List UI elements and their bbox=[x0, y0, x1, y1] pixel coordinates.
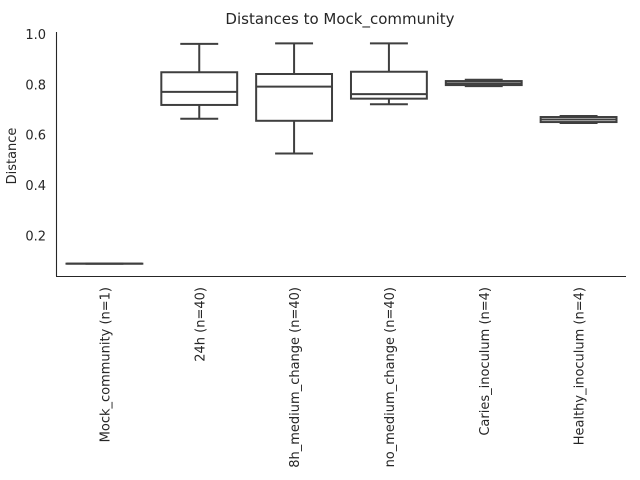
x-tick-label: Healthy_inoculum (n=4) bbox=[573, 287, 588, 445]
x-tick-label: no_medium_change (n=40) bbox=[383, 287, 398, 467]
box-4 bbox=[444, 78, 523, 88]
box-2 bbox=[255, 42, 334, 155]
box-5 bbox=[539, 115, 618, 125]
box-series bbox=[65, 42, 618, 265]
box-iqr bbox=[255, 73, 334, 122]
x-tick-label: Caries_inoculum (n=4) bbox=[478, 287, 493, 436]
box-3 bbox=[349, 42, 428, 106]
y-axis-ticks: 0.2 0.4 0.6 0.8 1.0 bbox=[25, 28, 46, 244]
y-tick-label: 0.4 bbox=[25, 179, 46, 194]
y-tick-label: 0.8 bbox=[25, 78, 46, 93]
x-tick-label: Mock_community (n=1) bbox=[98, 287, 113, 442]
x-tick-label: 8h_medium_change (n=40) bbox=[288, 287, 303, 468]
x-axis-ticks: Mock_community (n=1) 24h (n=40) 8h_medium_… bbox=[98, 287, 587, 468]
y-tick-label: 0.6 bbox=[25, 129, 46, 144]
x-tick-label: 24h (n=40) bbox=[193, 287, 208, 362]
chart-title: Distances to Mock_community bbox=[225, 10, 454, 29]
y-axis-label: Distance bbox=[5, 128, 20, 185]
box-iqr bbox=[160, 71, 239, 106]
y-tick-label: 0.2 bbox=[25, 229, 46, 244]
y-tick-label: 1.0 bbox=[25, 28, 46, 43]
box-1 bbox=[160, 42, 239, 120]
